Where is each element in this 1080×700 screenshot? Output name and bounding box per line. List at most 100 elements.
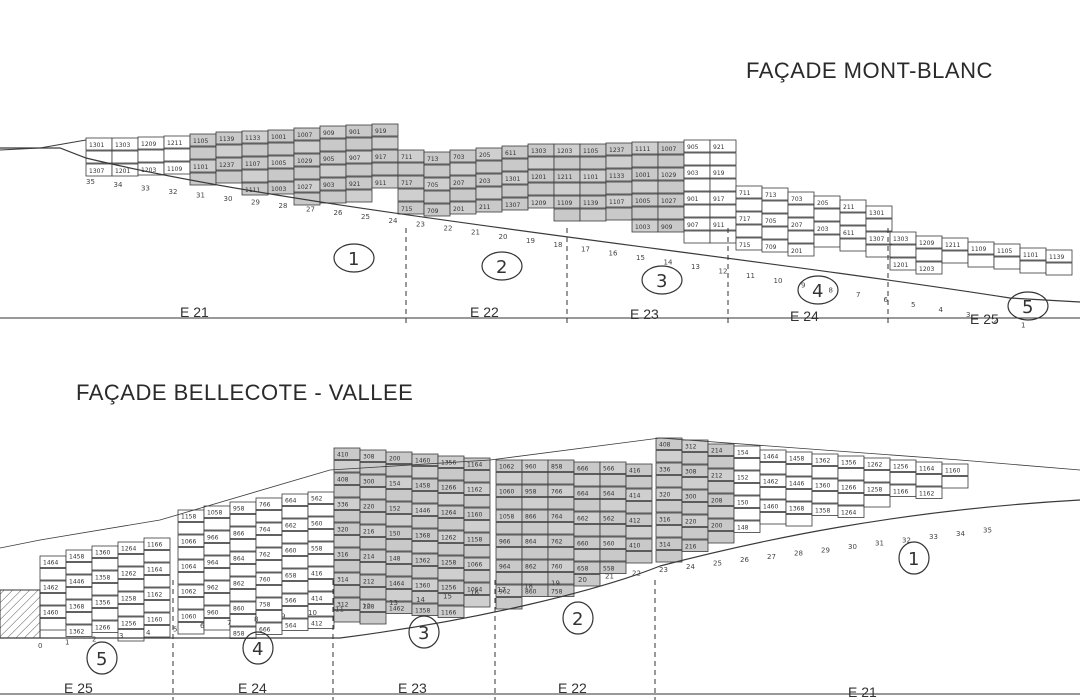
room-cell bbox=[709, 230, 737, 244]
bottom-tick-number: 34 bbox=[956, 530, 965, 538]
room-cell bbox=[837, 505, 865, 518]
room-number: 1362 bbox=[69, 629, 84, 636]
room-number: 1109 bbox=[167, 166, 182, 173]
room-cell bbox=[683, 204, 711, 218]
top-circled-digit: 5 bbox=[1022, 297, 1033, 318]
room-number: 611 bbox=[843, 230, 855, 237]
top-tick-number: 1 bbox=[1021, 321, 1025, 329]
room-cell bbox=[733, 520, 761, 533]
room-number: 907 bbox=[687, 222, 699, 229]
bottom-tick-number: 9 bbox=[281, 612, 285, 620]
room-cell bbox=[293, 140, 321, 154]
room-cell bbox=[681, 477, 709, 490]
room-cell bbox=[437, 605, 465, 618]
room-number: 207 bbox=[453, 180, 465, 187]
room-cell bbox=[281, 606, 309, 619]
room-cell bbox=[785, 514, 813, 527]
room-cell bbox=[333, 585, 361, 598]
room-number: 960 bbox=[207, 610, 219, 617]
room-cell bbox=[605, 181, 633, 195]
top-tick-number: 30 bbox=[224, 195, 233, 203]
top-segment-label-e22: E 22 bbox=[470, 304, 499, 320]
room-number: 208 bbox=[363, 604, 375, 611]
top-tick-number: 9 bbox=[801, 281, 805, 289]
room-number: 314 bbox=[337, 577, 349, 584]
room-number: 1262 bbox=[867, 462, 882, 469]
room-number: 216 bbox=[685, 544, 697, 551]
room-cell bbox=[463, 470, 491, 483]
bottom-tick-number: 3 bbox=[119, 632, 123, 640]
room-cell bbox=[625, 463, 653, 476]
room-number: 1362 bbox=[415, 558, 430, 565]
room-number: 1160 bbox=[467, 512, 482, 519]
room-number: 1105 bbox=[193, 138, 208, 145]
room-number: 966 bbox=[499, 539, 511, 546]
room-number: 1201 bbox=[893, 262, 908, 269]
room-cell bbox=[547, 472, 575, 485]
room-number: 664 bbox=[285, 498, 297, 505]
room-cell bbox=[143, 550, 171, 563]
room-number: 300 bbox=[685, 494, 697, 501]
top-tick-number: 2 bbox=[994, 316, 998, 324]
top-segment-label-e24: E 24 bbox=[790, 308, 819, 324]
room-number: 866 bbox=[525, 514, 537, 521]
bottom-facade-group: 1464146214601458144613681362136013581356… bbox=[39, 437, 969, 642]
room-number: 917 bbox=[713, 196, 725, 203]
room-number: 1066 bbox=[181, 539, 196, 546]
room-number: 566 bbox=[285, 598, 297, 605]
room-cell bbox=[733, 458, 761, 471]
room-number: 152 bbox=[737, 475, 749, 482]
bottom-roofline bbox=[0, 437, 1080, 549]
room-cell bbox=[281, 556, 309, 569]
room-cell bbox=[625, 476, 653, 489]
room-number: 1368 bbox=[415, 533, 430, 540]
top-tick-number: 25 bbox=[361, 213, 370, 221]
bottom-tick-number: 33 bbox=[929, 533, 938, 541]
room-number: 762 bbox=[259, 552, 271, 559]
room-number: 1109 bbox=[971, 246, 986, 253]
room-number: 762 bbox=[551, 539, 563, 546]
room-number: 960 bbox=[525, 464, 537, 471]
room-number: 764 bbox=[259, 527, 271, 534]
room-number: 1160 bbox=[945, 468, 960, 475]
room-number: 312 bbox=[337, 602, 349, 609]
room-cell bbox=[65, 612, 93, 625]
room-number: 564 bbox=[285, 623, 297, 630]
room-cell bbox=[117, 554, 145, 567]
room-number: 1303 bbox=[531, 148, 546, 155]
room-number: 1027 bbox=[297, 184, 312, 191]
room-number: 200 bbox=[389, 456, 401, 463]
top-tick-number: 28 bbox=[279, 202, 288, 210]
room-number: 1058 bbox=[207, 510, 222, 517]
room-cell bbox=[449, 162, 477, 176]
room-number: 766 bbox=[551, 489, 563, 496]
room-cell bbox=[495, 472, 523, 485]
room-cell bbox=[281, 531, 309, 544]
room-number: 1356 bbox=[95, 600, 110, 607]
room-number: 711 bbox=[739, 190, 751, 197]
room-cell bbox=[599, 474, 627, 487]
title-facade-mont-blanc: FAÇADE MONT-BLANC bbox=[746, 58, 993, 83]
top-tick-number: 34 bbox=[114, 181, 123, 189]
room-number: 203 bbox=[817, 226, 829, 233]
room-cell bbox=[735, 198, 763, 212]
room-cell bbox=[423, 164, 451, 178]
top-circled-number bbox=[1007, 291, 1049, 321]
room-number: 964 bbox=[207, 560, 219, 567]
room-number: 666 bbox=[259, 627, 271, 634]
room-cell bbox=[137, 149, 165, 163]
room-number: 1064 bbox=[181, 564, 196, 571]
room-cell bbox=[521, 472, 549, 485]
top-circled-number bbox=[641, 265, 683, 295]
top-ground-line bbox=[0, 147, 1080, 303]
room-cell bbox=[681, 502, 709, 515]
room-cell bbox=[143, 587, 171, 600]
room-number: 1164 bbox=[919, 466, 934, 473]
room-cell bbox=[475, 186, 503, 200]
room-cell bbox=[709, 139, 737, 153]
bottom-circled-digit: 4 bbox=[252, 639, 263, 660]
room-cell bbox=[39, 568, 67, 581]
bottom-tick-number: 22 bbox=[632, 569, 641, 577]
room-cell bbox=[397, 188, 425, 202]
bottom-tick-number: 19 bbox=[551, 579, 560, 587]
